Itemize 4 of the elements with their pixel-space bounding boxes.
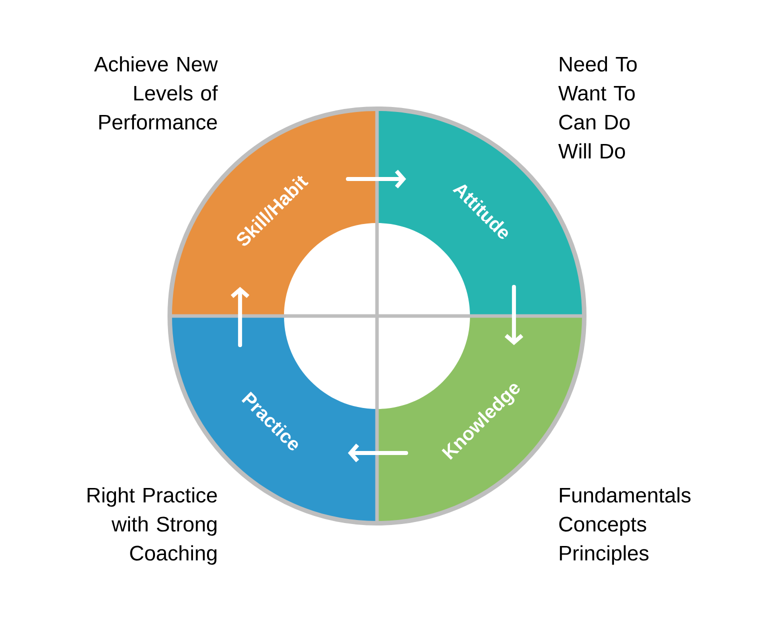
arrow <box>346 170 406 188</box>
arrow <box>504 284 524 346</box>
arrow <box>348 444 408 462</box>
arrow <box>230 286 250 348</box>
